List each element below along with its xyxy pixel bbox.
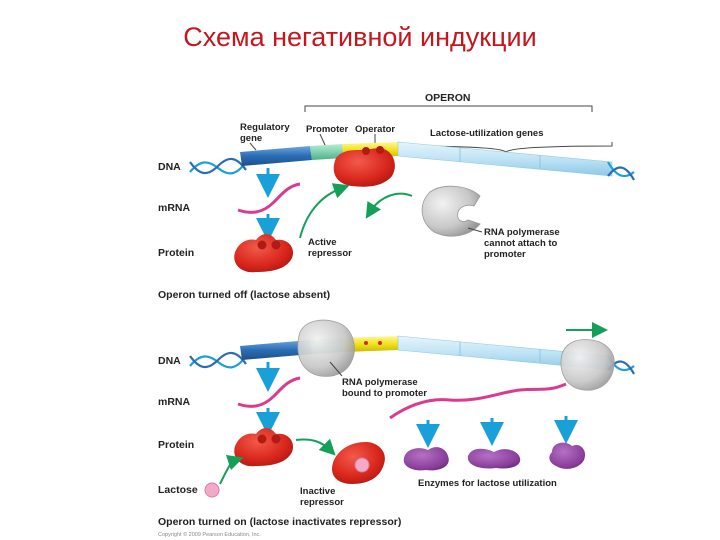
active-repressor-label-2: repressor bbox=[308, 248, 352, 259]
mrna-strand-top bbox=[237, 182, 301, 214]
caption-operon-on: Operon turned on (lactose inactivates re… bbox=[158, 516, 401, 528]
slide-title: Схема негативной индукции bbox=[183, 22, 537, 52]
repressor-protein bbox=[234, 428, 294, 467]
mrna-strand-bottom bbox=[237, 376, 301, 408]
rna-pol-note-3: promoter bbox=[484, 249, 526, 260]
bound-repressor bbox=[333, 148, 395, 187]
promoter-segment bbox=[310, 144, 344, 160]
operon-bracket bbox=[304, 105, 593, 112]
copyright-note: Copyright © 2009 Pearson Education, Inc. bbox=[158, 531, 261, 538]
rna-polymerase-moving bbox=[560, 339, 615, 391]
operator-segment-2 bbox=[342, 336, 398, 352]
lac-genes-label: Lactose-utilization genes bbox=[430, 128, 544, 139]
dna-helix-left bbox=[189, 157, 247, 175]
repressor-binding-arrow bbox=[299, 183, 350, 239]
enzyme-1 bbox=[403, 447, 449, 471]
dna-helix-left-2 bbox=[189, 351, 247, 369]
repressor-inactivation-arrow bbox=[295, 438, 336, 456]
active-repressor-label-1: Active bbox=[308, 237, 337, 248]
regulatory-gene-label-1: Regulatory bbox=[240, 122, 290, 133]
dna-label-top: DNA bbox=[158, 161, 181, 173]
regulatory-gene-segment-2 bbox=[240, 340, 312, 360]
lactose-molecule bbox=[204, 482, 220, 498]
inactive-repressor-label-2: repressor bbox=[300, 497, 344, 508]
mrna-label-top: mRNA bbox=[158, 202, 191, 214]
inactive-repressor-label-1: Inactive bbox=[300, 486, 335, 497]
lac-genes-segment bbox=[397, 141, 613, 177]
enzymes-label: Enzymes for lactose utilization bbox=[418, 478, 557, 489]
operon-label: OPERON bbox=[425, 92, 471, 104]
regulatory-gene-label-2: gene bbox=[240, 133, 262, 144]
dna-helix-right bbox=[607, 161, 635, 181]
rna-pol-note-1: RNA polymerase bbox=[484, 227, 560, 238]
rna-polymerase-bound bbox=[297, 319, 355, 377]
bottom-panel: DNA mRNA Protein Lactose RNA polymerase … bbox=[158, 319, 635, 538]
active-repressor bbox=[234, 234, 294, 273]
promoter-label: Promoter bbox=[306, 124, 349, 135]
protein-label-top: Protein bbox=[158, 247, 194, 259]
lactose-to-repressor-arrow bbox=[219, 454, 244, 485]
lactose-label: Lactose bbox=[158, 484, 198, 496]
operator-label: Operator bbox=[355, 124, 395, 135]
rna-pol-bound-label-2: bound to promoter bbox=[342, 388, 427, 399]
enzyme-3 bbox=[549, 442, 586, 469]
rna-pol-note-2: cannot attach to bbox=[484, 238, 558, 249]
rna-pol-bound-label-1: RNA polymerase bbox=[342, 377, 418, 388]
regulatory-gene-segment bbox=[240, 146, 312, 166]
polymerase-blocked-arrow bbox=[365, 192, 413, 219]
enzyme-2 bbox=[467, 448, 521, 469]
rna-polymerase-free bbox=[421, 185, 481, 237]
mrna-label-bottom: mRNA bbox=[158, 396, 191, 408]
caption-operon-off: Operon turned off (lactose absent) bbox=[158, 289, 330, 301]
top-panel: OPERON Regulatory gene Promoter Operator… bbox=[158, 92, 635, 301]
dna-label-bottom: DNA bbox=[158, 355, 181, 367]
mrna-strand-lac bbox=[389, 382, 567, 420]
protein-label-bottom: Protein bbox=[158, 439, 194, 451]
